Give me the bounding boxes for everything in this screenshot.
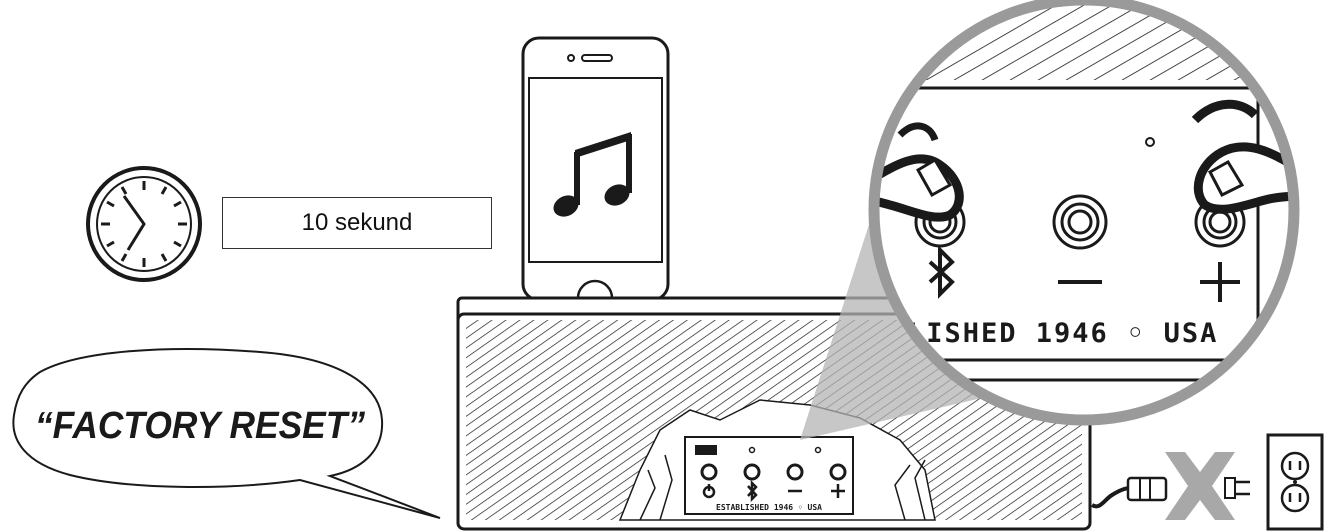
panel-small-text: ESTABLISHED 1946 ◦ USA xyxy=(716,503,822,512)
bluetooth-small-icon xyxy=(747,479,758,503)
phone-illustration xyxy=(521,36,670,302)
music-note-icon xyxy=(553,132,632,217)
plus-icon xyxy=(1200,262,1240,302)
bluetooth-icon xyxy=(928,245,955,299)
panel-zoom-text: LISHED 1946 ◦ USA xyxy=(908,318,1218,349)
speaker-dock: ESTABLISHED 1946 ◦ USA xyxy=(456,296,1092,531)
speech-bubble: “FACTORY RESET” xyxy=(12,348,441,519)
power-cord xyxy=(1090,452,1250,520)
magnified-panel: LISHED 1946 ◦ USA xyxy=(868,0,1300,426)
wall-outlet-icon xyxy=(1266,433,1324,531)
clock-icon xyxy=(86,166,202,282)
unplug-x-icon xyxy=(1165,452,1235,520)
timer-label: 10 sekund xyxy=(222,197,492,249)
speech-text: “FACTORY RESET” xyxy=(35,405,365,447)
